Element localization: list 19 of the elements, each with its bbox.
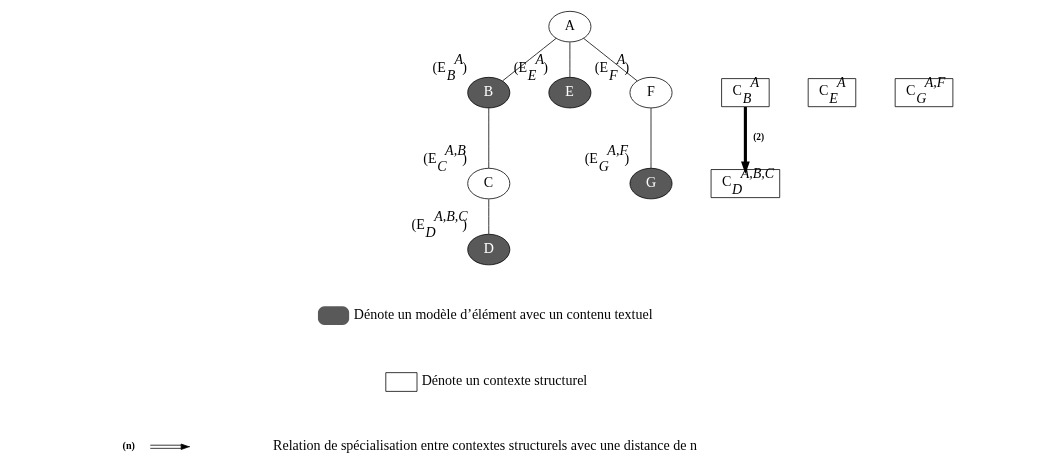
edge-label: (2) xyxy=(752,132,764,143)
legend-label: Dénote un modèle d’élément avec un contenu textuel xyxy=(353,306,653,323)
node-ellipse: C xyxy=(466,167,510,200)
connector xyxy=(501,37,556,82)
legend-label: Dénote un contexte structurel xyxy=(421,372,587,389)
legend-label: Relation de spécialisation entre contextes structurels avec une distance de n xyxy=(272,437,697,454)
connector xyxy=(582,37,638,82)
label: (n) xyxy=(122,439,135,451)
node-ellipse: B xyxy=(466,76,510,109)
connector xyxy=(487,107,489,169)
connector xyxy=(487,198,489,235)
connector xyxy=(569,41,570,78)
arrow xyxy=(740,107,750,175)
node-ellipse: E xyxy=(547,76,591,109)
node-ellipse: A xyxy=(547,10,591,43)
node-ellipse: G xyxy=(629,167,672,200)
node-ellipse: D xyxy=(466,233,510,266)
connector xyxy=(650,107,651,169)
node-ellipse: F xyxy=(629,76,672,109)
